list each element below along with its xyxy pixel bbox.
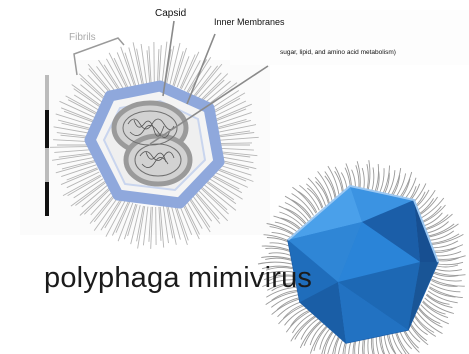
label-metabolism: sugar, lipid, and amino acid metabolism) — [280, 49, 396, 56]
fibril-strand — [422, 213, 443, 227]
fibril-strand — [292, 314, 312, 334]
figure-title: polyphaga mimivirus — [44, 262, 312, 295]
scale-segment — [45, 148, 49, 182]
fibril-strand — [278, 301, 304, 317]
fibril-strand — [419, 307, 441, 323]
scale-segment — [45, 75, 49, 110]
label-capsid: Capsid — [155, 8, 186, 19]
fibril-strand — [272, 298, 302, 314]
scale-segment — [45, 110, 49, 148]
fibril-strand — [271, 294, 299, 307]
fibril-strand — [431, 284, 461, 292]
fibril-strand — [285, 308, 308, 326]
label-scale: ... — [0, 134, 2, 142]
fibril-strand — [301, 319, 318, 340]
fibril-strand — [433, 268, 462, 271]
fibril-strand — [414, 313, 434, 332]
label-fibrils: Fibrils — [69, 32, 96, 43]
fibril-strand — [269, 253, 294, 257]
fibril-strand — [274, 216, 302, 231]
fibril-strand — [307, 188, 322, 208]
scale-segment — [45, 182, 49, 216]
label-inner-membranes: Inner Membranes — [214, 17, 285, 27]
fibril-strand — [304, 322, 322, 346]
fibril-strand — [427, 224, 454, 236]
scale-bar — [45, 75, 49, 216]
fibril-strand — [423, 215, 448, 230]
